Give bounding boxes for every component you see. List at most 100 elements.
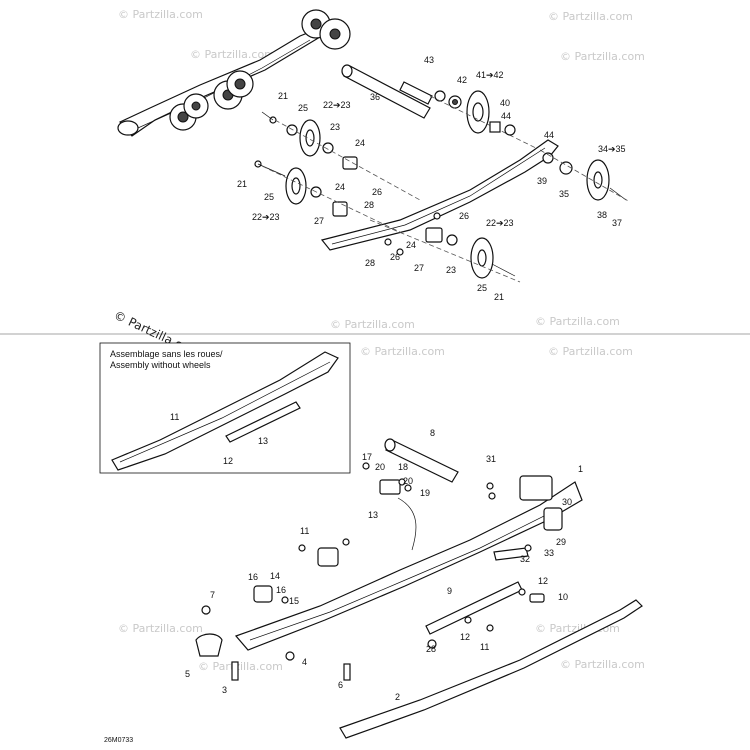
assembled-rail-illustration — [117, 9, 351, 137]
callout-label: 3 — [222, 685, 227, 695]
callout-label: 4 — [302, 657, 307, 667]
callout-label: 11 — [480, 642, 489, 652]
watermark: © Partzilla.com — [198, 660, 283, 673]
watermark: © Partzilla.com — [560, 50, 645, 63]
inset-title-line2: Assembly without wheels — [110, 360, 211, 370]
callout-label: 17 — [362, 452, 372, 462]
rear-bracket — [543, 507, 563, 531]
wheel-group-right — [539, 149, 631, 203]
inset-rail — [111, 351, 339, 471]
bearing-set — [429, 90, 541, 151]
callout-label: 31 — [486, 454, 496, 464]
watermark: © Partzilla.com — [190, 48, 275, 61]
callout-label: 24 — [406, 240, 416, 250]
callout-label: 21 — [237, 179, 247, 189]
callout-label: 43 — [424, 55, 434, 65]
bumper-part — [493, 547, 529, 561]
callout-label: 16 — [248, 572, 258, 582]
callout-label: 24 — [355, 138, 365, 148]
wear-strip — [425, 581, 523, 635]
callout-label: 13 — [368, 510, 378, 520]
callout-label: 18 — [398, 462, 408, 472]
inset-title-line1: Assemblage sans les roues/ — [110, 349, 223, 359]
callout-label: 20 — [375, 462, 385, 472]
callout-label: 44 — [501, 111, 511, 121]
lower-callouts: 8 17 20 18 20 19 31 1 13 11 30 29 33 32 … — [185, 428, 583, 702]
callout-label: 26 — [390, 252, 400, 262]
callout-label: 26 — [372, 187, 382, 197]
callout-label: 5 — [185, 669, 190, 679]
callout-label: 28 — [364, 200, 374, 210]
hardware-group — [201, 462, 545, 681]
bracket-part — [379, 479, 401, 495]
drawing-code: 26M0733 — [104, 737, 133, 744]
callout-label: 21 — [494, 292, 504, 302]
callout-label: 13 — [258, 436, 268, 446]
shaft-part — [341, 64, 433, 119]
callout-label: 25 — [477, 283, 487, 293]
callout-label: 33 — [544, 548, 554, 558]
callout-label: 19 — [420, 488, 430, 498]
callout-label: 34➔35 — [598, 144, 626, 154]
watermark: © Partzilla.com — [548, 345, 633, 358]
wheel-group-center — [369, 212, 521, 283]
shaft-part — [385, 439, 459, 483]
callout-label: 2 — [395, 692, 400, 702]
inset-box: Assemblage sans les roues/ Assembly with… — [99, 342, 351, 474]
callout-label: 22➔23 — [486, 218, 514, 228]
callout-label: 25 — [264, 192, 274, 202]
callout-label: 11 — [300, 526, 309, 536]
callout-label: 42 — [457, 75, 467, 85]
lower-slide-rail — [234, 475, 583, 651]
callout-label: 12 — [460, 632, 470, 642]
callout-label: 9 — [447, 586, 452, 596]
callout-label: 22➔23 — [323, 100, 351, 110]
callout-label: 15 — [289, 596, 299, 606]
callout-label: 23 — [446, 265, 456, 275]
callout-label: 23 — [330, 122, 340, 132]
callout-label: 36 — [370, 92, 380, 102]
watermark: © Partzilla.com — [535, 315, 620, 328]
watermark: © Partzilla.com — [560, 658, 645, 671]
callout-label: 26 — [459, 211, 469, 221]
callout-label: 27 — [314, 216, 324, 226]
callout-label: 44 — [544, 130, 554, 140]
callout-label: 1 — [578, 464, 583, 474]
callout-label: 24 — [335, 182, 345, 192]
watermark: © Partzilla.com — [360, 345, 445, 358]
callout-label: 27 — [414, 263, 424, 273]
hyfax-slider — [339, 599, 643, 739]
upper-assembly — [117, 9, 631, 283]
watermark: © Partzilla.com — [330, 318, 415, 331]
callout-label: 10 — [558, 592, 568, 602]
upper-callouts: 43 42 41➔42 36 40 44 21 25 22➔23 23 24 4… — [237, 55, 626, 302]
callout-label: 7 — [210, 590, 215, 600]
watermark: © Partzilla.com — [118, 622, 203, 635]
callout-label: 32 — [520, 554, 530, 564]
callout-label: 25 — [298, 103, 308, 113]
callout-label: 12 — [538, 576, 548, 586]
callout-label: 20 — [403, 476, 413, 486]
watermark: © Partzilla.com — [118, 8, 203, 21]
wheel-group-left — [254, 111, 421, 233]
callout-label: 11 — [170, 412, 179, 422]
callout-label: 38 — [597, 210, 607, 220]
callout-label: 28 — [365, 258, 375, 268]
callout-label: 6 — [338, 680, 343, 690]
callout-label: 30 — [562, 497, 572, 507]
upper-slide-rail — [320, 139, 559, 251]
callout-label: 14 — [270, 571, 280, 581]
callout-label: 37 — [612, 218, 622, 228]
watermark: © Partzilla.com — [548, 10, 633, 23]
callout-label: 35 — [559, 189, 569, 199]
callout-label: 41➔42 — [476, 70, 504, 80]
callout-label: 16 — [276, 585, 286, 595]
callout-label: 28 — [426, 644, 436, 654]
callout-label: 39 — [537, 176, 547, 186]
lower-assembly — [195, 438, 643, 739]
end-cap — [195, 633, 223, 657]
callout-label: 22➔23 — [252, 212, 280, 222]
callout-label: 8 — [430, 428, 435, 438]
callout-label: 29 — [556, 537, 566, 547]
